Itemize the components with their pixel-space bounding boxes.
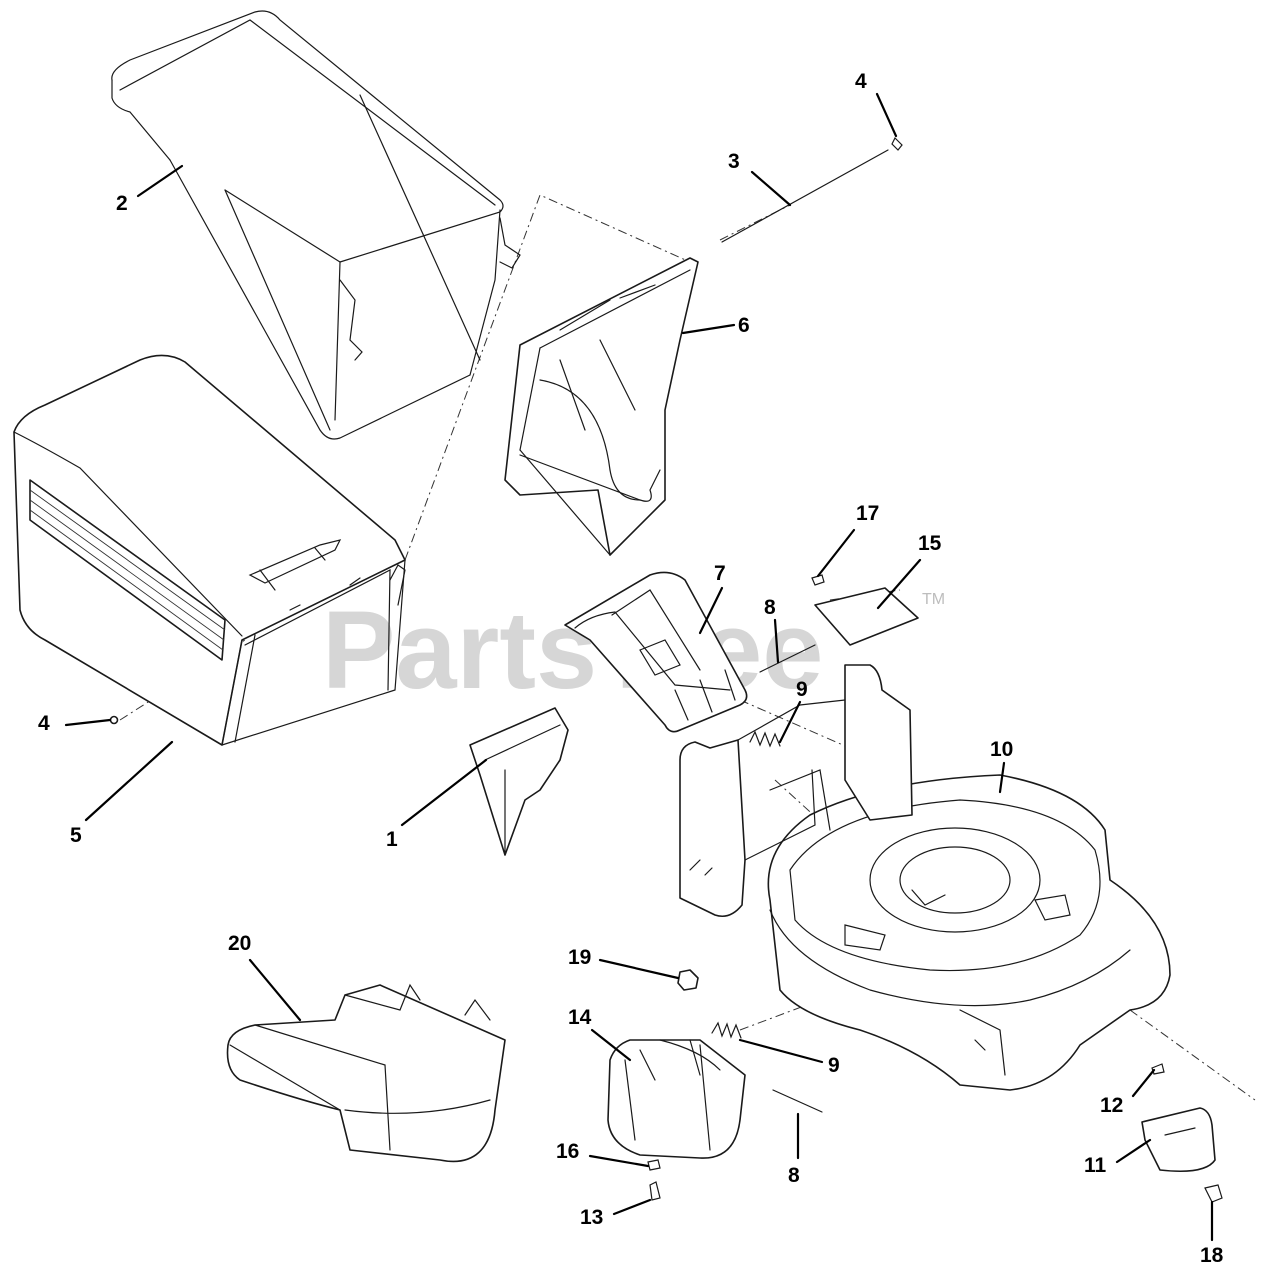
callout-3: 3 <box>728 150 740 173</box>
callout-7: 7 <box>714 562 726 585</box>
callout-8-lower: 8 <box>788 1164 800 1187</box>
callout-17: 17 <box>856 502 879 525</box>
callout-13: 13 <box>580 1206 603 1229</box>
watermark-trademark: TM <box>922 591 945 608</box>
part-18-pin <box>1204 1184 1223 1203</box>
callout-labels: 4 3 2 6 17 15 7 8 9 10 4 5 1 20 19 14 9 … <box>38 70 1224 1267</box>
leader-lines <box>64 92 1214 1242</box>
part-3-rod <box>721 149 889 243</box>
callout-18: 18 <box>1200 1244 1224 1267</box>
part-13-pin <box>649 1181 661 1201</box>
part-8-rod-upper <box>759 644 816 673</box>
part-8-rod-lower <box>772 1089 823 1113</box>
callout-8: 8 <box>764 596 776 619</box>
part-9-spring-lower <box>711 1021 742 1039</box>
callout-1: 1 <box>386 828 398 851</box>
callout-6: 6 <box>738 314 750 337</box>
part-5-grass-bag <box>13 354 406 746</box>
callout-14: 14 <box>568 1006 592 1029</box>
callout-9-lower: 9 <box>828 1054 840 1077</box>
part-4-pin-left <box>109 715 119 725</box>
callout-16: 16 <box>556 1140 579 1163</box>
part-1-mulch-plug <box>469 707 569 856</box>
part-10-deck <box>679 664 1171 1091</box>
callout-4-left: 4 <box>38 712 50 735</box>
callout-4: 4 <box>855 70 867 93</box>
part-4-pin-top <box>891 136 903 151</box>
part-14-rear-door <box>607 1039 746 1159</box>
callout-12: 12 <box>1100 1094 1123 1117</box>
part-19-nut <box>677 969 699 991</box>
part-20-discharge-chute <box>226 983 506 1163</box>
part-11-rear-shield <box>1141 1107 1216 1173</box>
part-6-rear-flap <box>504 257 699 556</box>
callout-11: 11 <box>1084 1154 1107 1177</box>
callout-9: 9 <box>796 678 808 701</box>
callout-20: 20 <box>228 932 251 955</box>
part-7-chute-frame <box>564 571 748 733</box>
callout-19: 19 <box>568 946 591 969</box>
part-2-bag-frame <box>111 10 521 440</box>
part-16-screw <box>647 1159 661 1171</box>
part-15-cover-plate <box>814 587 919 646</box>
callout-2: 2 <box>116 192 128 215</box>
callout-15: 15 <box>918 532 942 555</box>
part-9-spring-upper <box>749 730 781 748</box>
callout-10: 10 <box>990 738 1013 761</box>
watermark-text: PartsTree <box>322 589 823 712</box>
callout-5: 5 <box>70 824 82 847</box>
